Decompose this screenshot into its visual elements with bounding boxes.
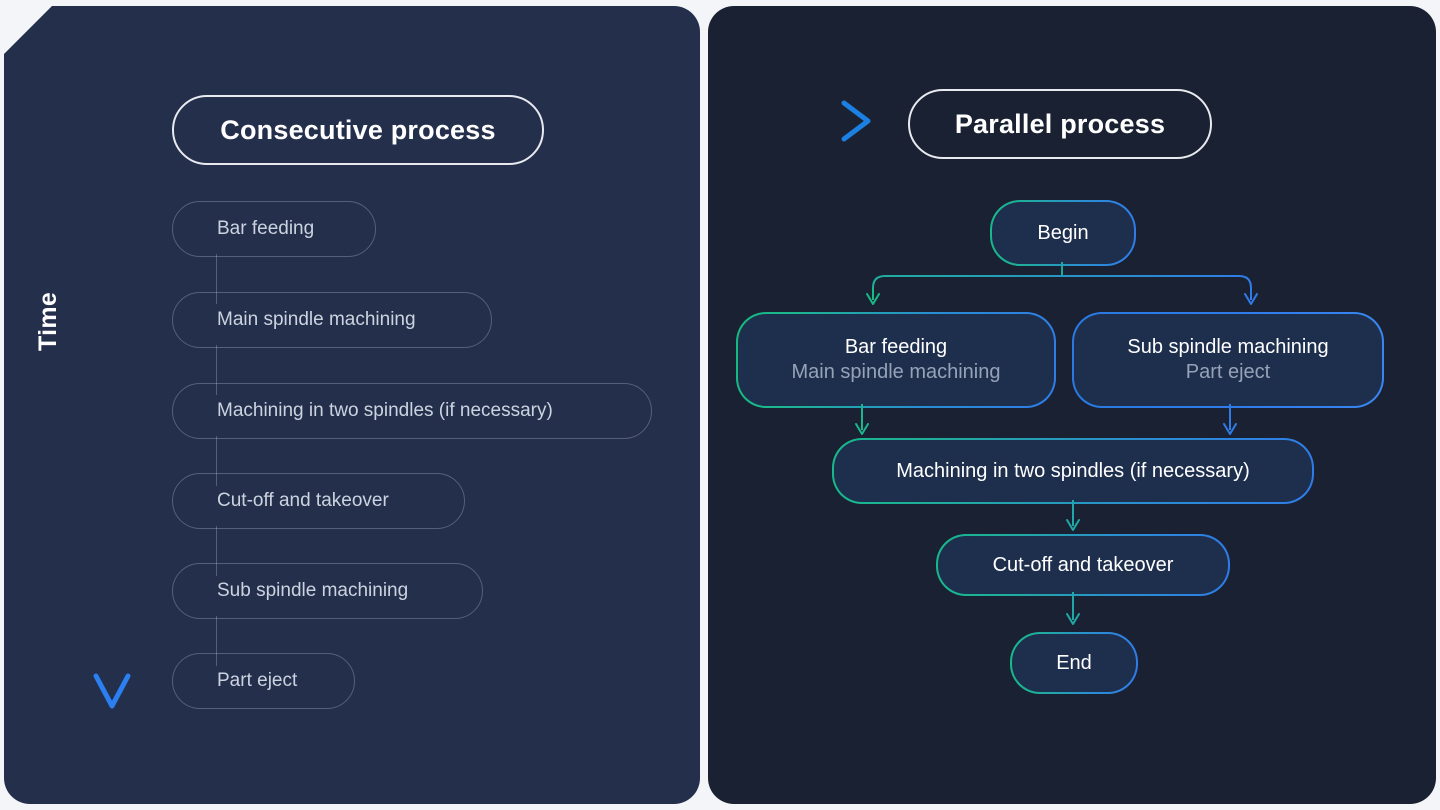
flow-node-sub-spindle-machining-body: Sub spindle machining Part eject (1074, 314, 1382, 406)
flow-node-begin-label: Begin (1037, 221, 1089, 244)
flow-node-cut-off-and-takeover[interactable]: Cut-off and takeover (936, 534, 1230, 596)
flow-node-begin[interactable]: Begin (990, 200, 1136, 266)
flow-node-begin-body: Begin (992, 202, 1134, 264)
flow-node-end-label: End (1056, 651, 1092, 674)
flow-node-cut-off-and-takeover-label: Cut-off and takeover (992, 553, 1174, 576)
flow-node-cut-off-and-takeover-body: Cut-off and takeover (938, 536, 1228, 594)
seq-connector-2 (216, 345, 217, 395)
flow-node-bar-feeding-title: Bar feeding (844, 336, 948, 358)
consecutive-process-title: Consecutive process (172, 95, 544, 165)
flow-node-end[interactable]: End (1010, 632, 1138, 694)
flow-node-end-body: End (1012, 634, 1136, 692)
consecutive-process-panel: Time Consecutive process Bar feeding Mai… (4, 6, 700, 804)
seq-connector-1 (216, 254, 217, 304)
seq-step-main-spindle-machining[interactable]: Main spindle machining (172, 292, 492, 348)
flow-node-sub-spindle-machining[interactable]: Sub spindle machining Part eject (1072, 312, 1384, 408)
seq-step-part-eject[interactable]: Part eject (172, 653, 355, 709)
seq-connector-4 (216, 526, 217, 576)
flow-node-bar-feeding-body: Bar feeding Main spindle machining (738, 314, 1054, 406)
flow-node-sub-spindle-machining-title: Sub spindle machining (1127, 336, 1329, 358)
flow-node-machining-two-spindles-label: Machining in two spindles (if necessary) (896, 459, 1250, 482)
flow-node-machining-two-spindles-body: Machining in two spindles (if necessary) (834, 440, 1312, 502)
seq-step-cut-off-and-takeover[interactable]: Cut-off and takeover (172, 473, 465, 529)
seq-connector-5 (216, 616, 217, 666)
seq-step-bar-feeding[interactable]: Bar feeding (172, 201, 376, 257)
seq-connector-3 (216, 436, 217, 486)
flow-node-bar-feeding[interactable]: Bar feeding Main spindle machining (736, 312, 1056, 408)
flow-node-bar-feeding-subtitle: Main spindle machining (791, 361, 1001, 383)
flow-node-machining-two-spindles[interactable]: Machining in two spindles (if necessary) (832, 438, 1314, 504)
time-axis-label: Time (34, 291, 62, 351)
seq-step-sub-spindle-machining[interactable]: Sub spindle machining (172, 563, 483, 619)
parallel-process-panel: Parallel process Begin Bar feeding Main … (708, 6, 1436, 804)
flow-node-sub-spindle-machining-subtitle: Part eject (1185, 361, 1271, 383)
seq-step-machining-two-spindles[interactable]: Machining in two spindles (if necessary) (172, 383, 652, 439)
parallel-process-title: Parallel process (908, 89, 1212, 159)
